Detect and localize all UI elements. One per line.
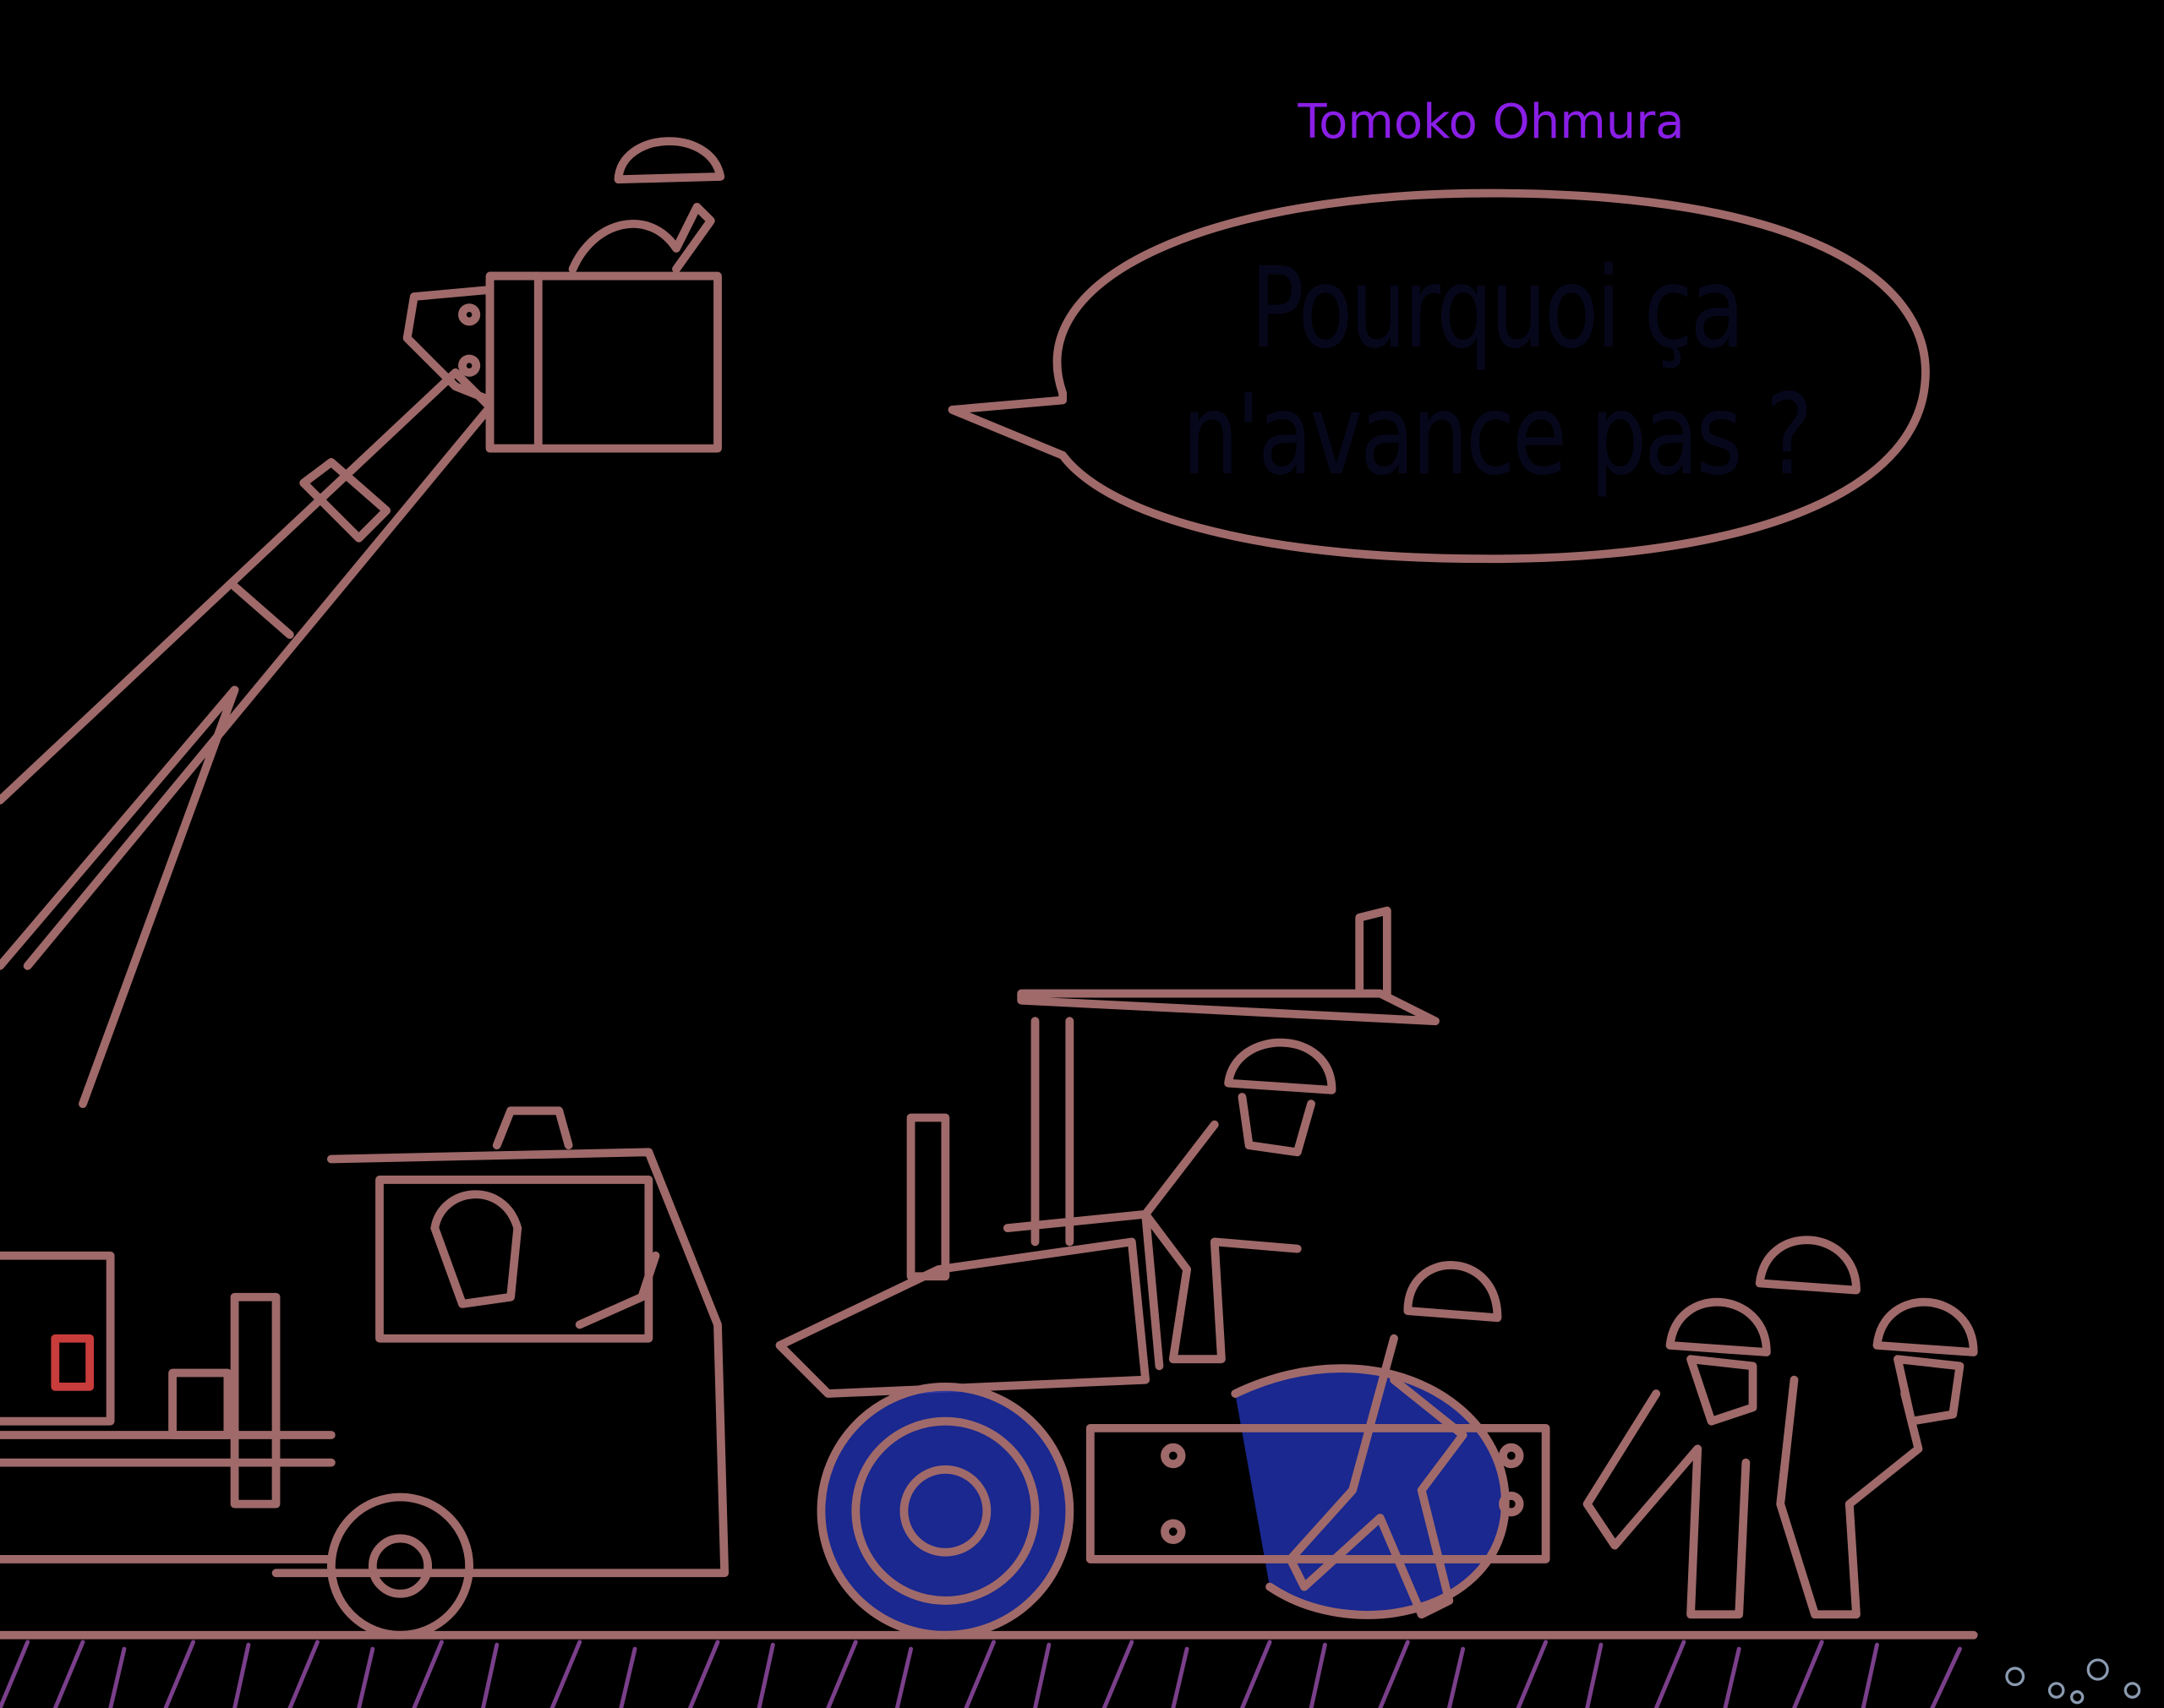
running-worker <box>1286 1261 1502 1619</box>
speech-line-1: Pourquoi ça <box>1249 243 1745 374</box>
speech-line-2: n'avance pas ? <box>1182 370 1813 500</box>
group-of-workers <box>1582 1236 1978 1619</box>
cherry-picker-boom <box>0 271 722 1109</box>
truck <box>0 1106 730 1640</box>
grass <box>0 1640 1962 1708</box>
worker-in-bucket <box>568 137 725 274</box>
speech-bubble-text: Pourquoi ça n'avance pas ? <box>1178 245 1814 499</box>
speech-bubble <box>948 188 1930 564</box>
roller-driver <box>1141 1038 1336 1364</box>
author-name: Tomoko Ohmura <box>1298 95 1685 150</box>
gravel <box>2005 1658 2141 1705</box>
